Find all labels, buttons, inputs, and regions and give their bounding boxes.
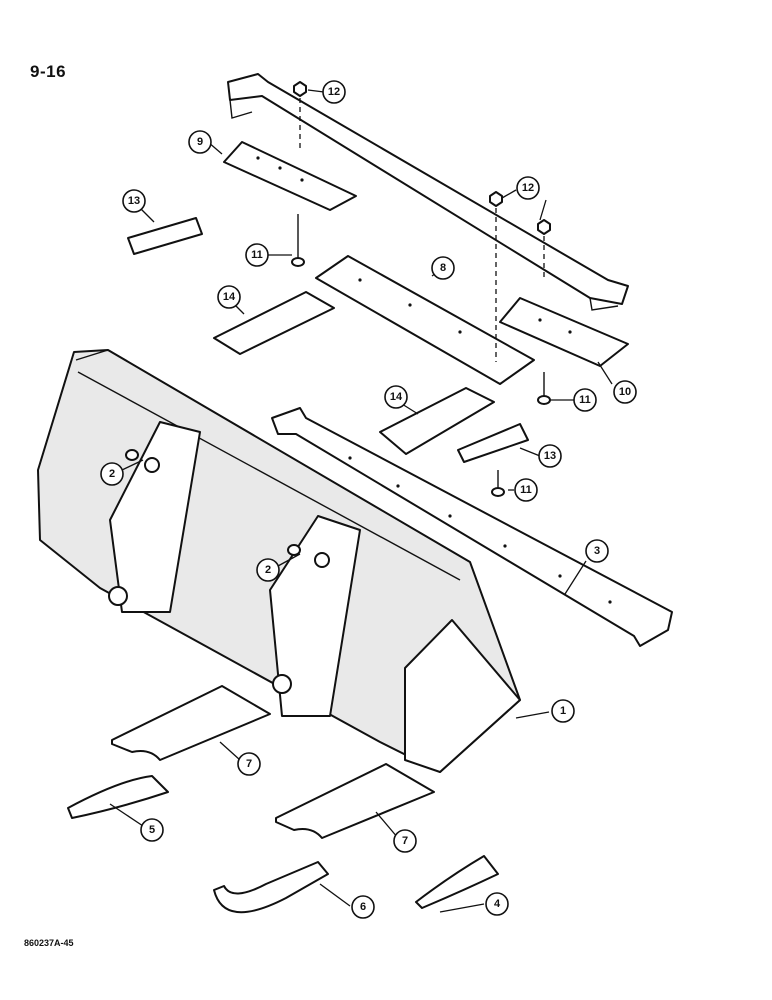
svg-text:13: 13 <box>544 450 556 462</box>
callout-11-lower: 11 <box>514 478 538 502</box>
bucket-body <box>37 349 521 773</box>
bolt-middle <box>537 372 551 405</box>
wear-plate-large-upper <box>213 291 335 355</box>
wear-plate-small-lower <box>457 423 529 463</box>
callout-5: 5 <box>140 818 164 842</box>
svg-text:8: 8 <box>440 262 446 274</box>
nut-middle <box>489 191 503 362</box>
svg-text:11: 11 <box>520 484 532 496</box>
callout-9: 9 <box>188 130 212 154</box>
svg-text:1: 1 <box>560 705 566 717</box>
tooth-point-4 <box>415 855 499 909</box>
adapter-left <box>111 685 271 761</box>
callout-4: 4 <box>485 892 509 916</box>
figure-code: 860237A-45 <box>24 938 74 948</box>
adapter-right <box>275 763 435 839</box>
callout-8: 8 <box>431 256 455 280</box>
svg-text:7: 7 <box>246 758 252 770</box>
wear-plate-large-lower <box>379 387 495 455</box>
callout-1: 1 <box>551 699 575 723</box>
callout-11-upper: 11 <box>245 243 269 267</box>
callout-13-lower: 13 <box>538 444 562 468</box>
svg-text:14: 14 <box>223 291 236 303</box>
callout-7-right: 7 <box>393 829 417 853</box>
nut-left <box>293 81 307 150</box>
center-segment <box>315 255 535 385</box>
svg-text:14: 14 <box>390 391 403 403</box>
bolt-upper <box>291 214 305 267</box>
svg-text:3: 3 <box>594 545 600 557</box>
callout-14-upper: 14 <box>217 285 241 309</box>
left-end-segment <box>223 141 357 211</box>
svg-text:11: 11 <box>579 394 591 406</box>
svg-text:4: 4 <box>494 898 501 910</box>
svg-text:11: 11 <box>251 249 263 261</box>
callout-6: 6 <box>351 895 375 919</box>
callout-3: 3 <box>585 539 609 563</box>
svg-text:6: 6 <box>360 901 366 913</box>
callout-2-left: 2 <box>100 462 124 486</box>
wear-plate-small-upper <box>127 217 203 255</box>
callout-11-middle: 11 <box>573 388 597 412</box>
callout-7-left: 7 <box>237 752 261 776</box>
tooth-point-5 <box>67 775 169 819</box>
tooth-point-6 <box>213 861 329 914</box>
svg-text:2: 2 <box>265 564 271 576</box>
pin-left <box>125 449 139 461</box>
callout-12-right: 12 <box>516 176 540 200</box>
svg-text:13: 13 <box>128 195 140 207</box>
callout-12-left: 12 <box>322 80 346 104</box>
callout-14-lower: 14 <box>384 385 408 409</box>
svg-text:12: 12 <box>328 86 340 98</box>
callout-13-upper: 13 <box>122 189 146 213</box>
svg-text:10: 10 <box>619 386 631 398</box>
svg-text:12: 12 <box>522 182 534 194</box>
nut-right <box>537 219 551 280</box>
svg-text:5: 5 <box>149 824 155 836</box>
pin-right <box>287 544 301 556</box>
svg-text:2: 2 <box>109 468 115 480</box>
svg-text:7: 7 <box>402 835 408 847</box>
callout-10: 10 <box>613 380 637 404</box>
page-number: 9-16 <box>30 62 67 81</box>
svg-text:9: 9 <box>197 136 203 148</box>
bolt-on-cutting-edge <box>271 407 673 647</box>
right-end-segment <box>499 297 629 367</box>
upper-cutting-edge <box>227 73 629 311</box>
bolt-lower <box>491 470 505 497</box>
callout-2-right: 2 <box>256 558 280 582</box>
